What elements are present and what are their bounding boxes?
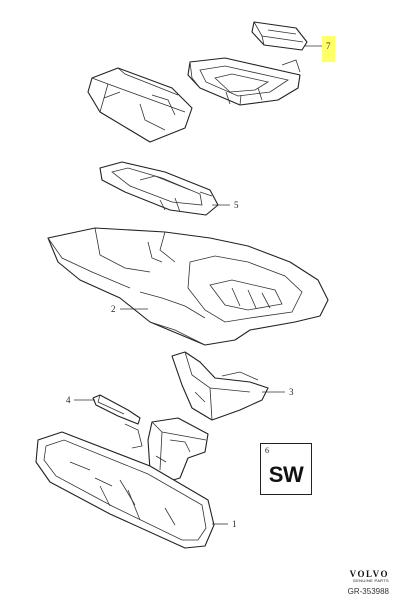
badge-number: 6 [265, 446, 269, 455]
badge-label: SW [268, 462, 304, 487]
brand-tagline: GENUINE PARTS [352, 578, 389, 583]
diagram-reference: GR-353988 [347, 587, 389, 596]
callout-3: 3 [289, 387, 294, 397]
sw-badge: 6 SW [260, 443, 312, 495]
part-2-overhead-housing [47, 227, 329, 346]
callout-5: 5 [234, 200, 239, 210]
camera-bracket [187, 57, 301, 106]
callout-2: 2 [111, 304, 116, 314]
part-1-rear-view-mirror [35, 431, 215, 549]
callout-7: 7 [326, 41, 331, 51]
brand-name: VOLVO [349, 569, 389, 579]
callout-4: 4 [66, 395, 71, 405]
part-7-sensor-cover [251, 21, 308, 51]
part-5-mounting-frame [99, 161, 219, 216]
mirror-mount [124, 417, 209, 483]
callout-1: 1 [232, 519, 237, 529]
part-3-cover-shroud [171, 351, 269, 421]
electronics-module [87, 67, 193, 143]
volvo-logo: VOLVO GENUINE PARTS [350, 569, 389, 583]
callout-7-highlight [322, 36, 335, 62]
part-4-clip [92, 394, 141, 425]
